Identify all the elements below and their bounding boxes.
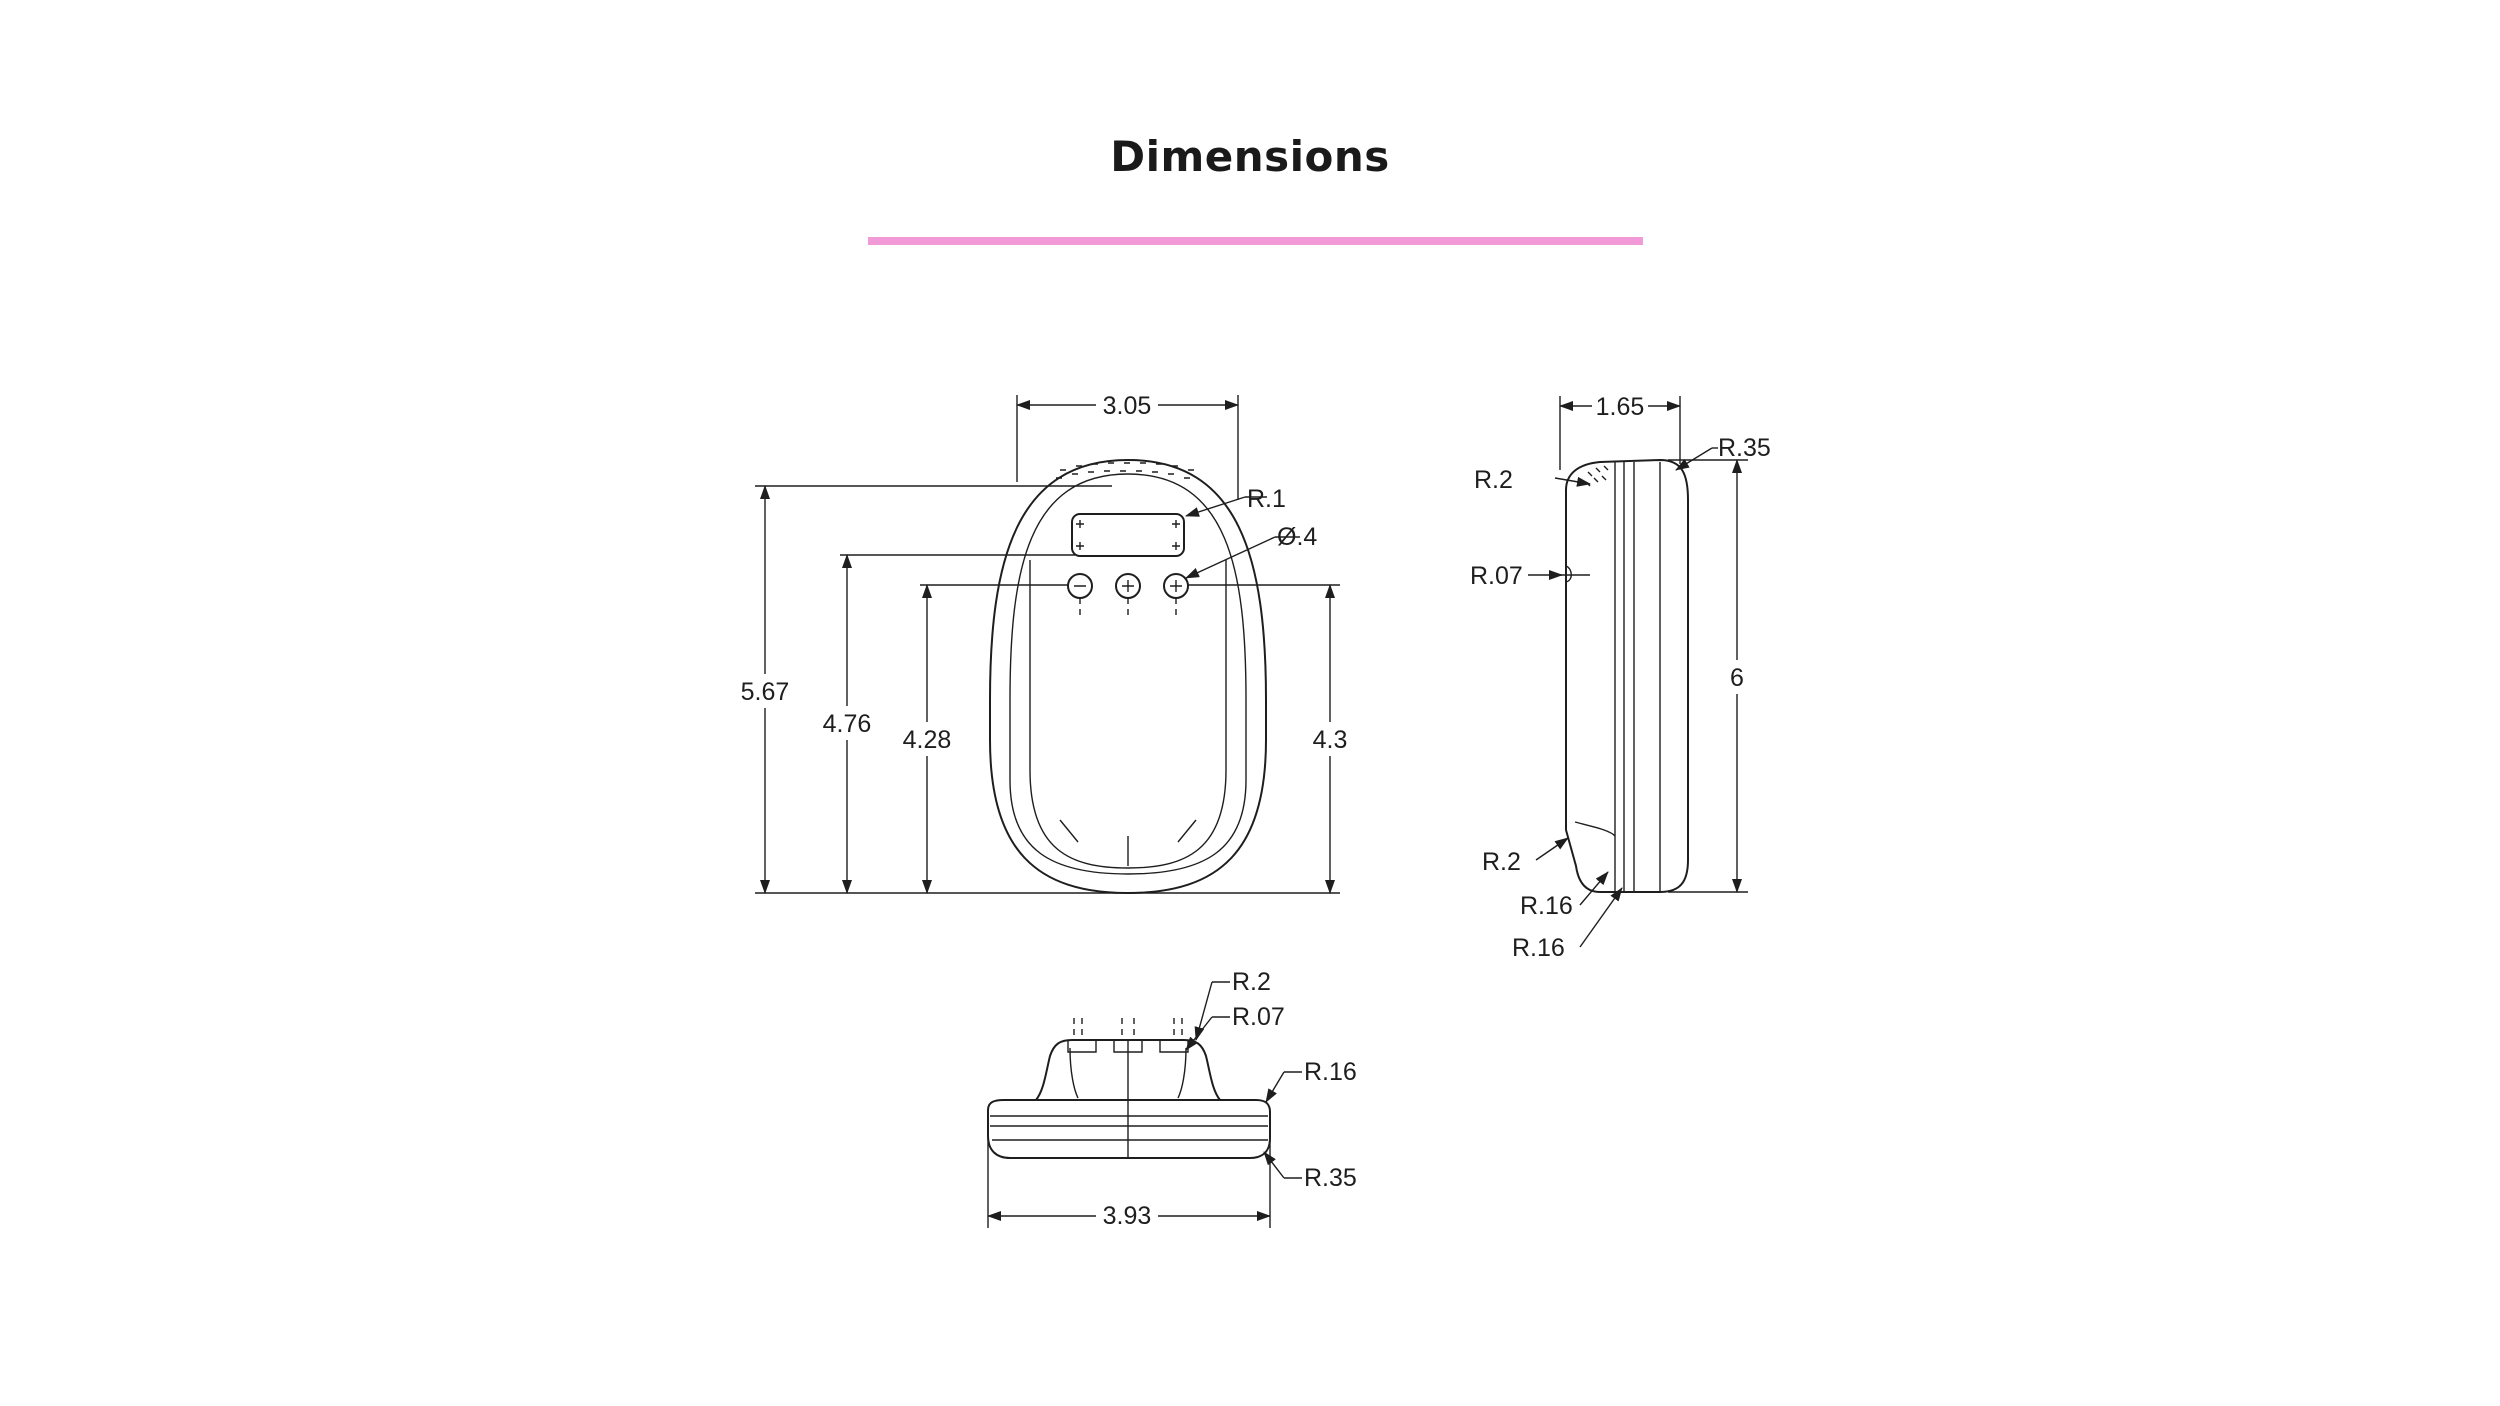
label-side-bottom-radius-2: R.16: [1512, 934, 1565, 962]
bottom-base-outline: [987, 1099, 1271, 1159]
front-inner-face: [1009, 473, 1247, 875]
label-button-diameter: Ø.4: [1277, 523, 1317, 551]
label-bottom-base-radius: R.35: [1304, 1164, 1357, 1192]
page-title: Dimensions: [1110, 132, 1390, 181]
dim-front-display-height: 4.76: [823, 710, 872, 738]
dim-side-depth: 1.65: [1596, 393, 1645, 421]
dim-side-height: 6: [1730, 664, 1744, 692]
dim-front-buttons-left: 4.28: [903, 726, 952, 754]
label-side-button-radius: R.07: [1470, 562, 1523, 590]
bottom-view: 3.93 R.2 R.07 R.16 R.35: [987, 968, 1357, 1230]
side-vent-holes: [1585, 465, 1609, 487]
dim-front-total-height: 5.67: [741, 678, 790, 706]
label-side-top-back-radius: R.35: [1718, 434, 1771, 462]
label-side-top-front-radius: R.2: [1474, 466, 1513, 494]
front-lower-recess: [1029, 560, 1227, 869]
side-view: 1.65 6 R.2 R.35 R.07 R.2 R.16 R.16: [1470, 392, 1771, 962]
dim-front-buttons-right: 4.3: [1313, 726, 1348, 754]
label-side-bottom-radius-1: R.16: [1520, 892, 1573, 920]
vent-holes: [1056, 462, 1194, 479]
label-side-bottom-front-radius: R.2: [1482, 848, 1521, 876]
side-body-outline: [1565, 458, 1689, 893]
dim-front-width: 3.05: [1103, 392, 1152, 420]
front-body-outline: [989, 458, 1267, 895]
label-bottom-button-radius: R.07: [1232, 1003, 1285, 1031]
label-bottom-edge-radius: R.16: [1304, 1058, 1357, 1086]
label-bottom-boss-radius: R.2: [1232, 968, 1271, 996]
title-underline: [868, 237, 1643, 245]
label-display-radius: R.1: [1247, 485, 1286, 513]
display-window: [1071, 513, 1185, 557]
front-view: 3.05 5.67 4.76 4.28 4.3 R.1 Ø.4: [738, 390, 1354, 895]
dim-bottom-width: 3.93: [1103, 1202, 1152, 1230]
